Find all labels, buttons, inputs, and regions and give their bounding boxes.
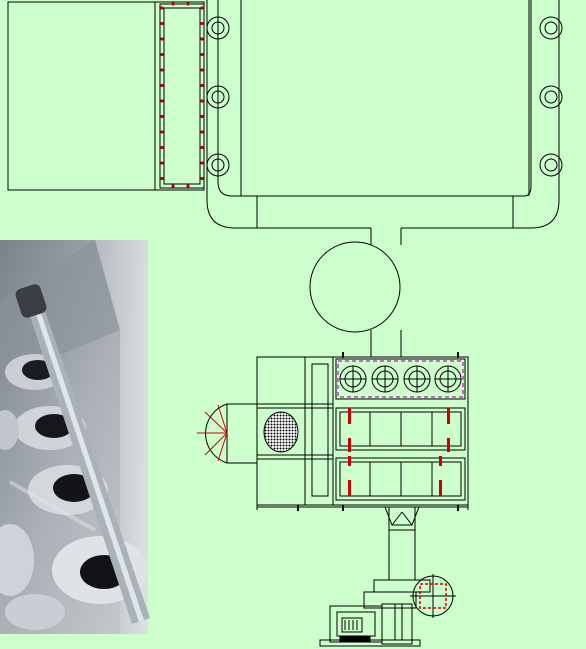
filter-hole [0,410,34,596]
bolt-dot [200,68,204,72]
blower-flange [419,583,447,609]
bolt-dot [160,6,164,10]
valve-marker [348,408,450,496]
bolt-dot [200,37,204,41]
bolt-dot [160,161,164,165]
bolt-dot [171,184,175,188]
bolt-dot [160,68,164,72]
cyclone-drum [309,241,401,333]
bolt-dot [200,83,204,88]
bolted-flange-frame [160,2,204,188]
bolt-dot [160,37,164,41]
fan-rotor [403,365,431,393]
bolt-dot [200,6,204,10]
bolt-dot [200,161,204,165]
bolt-dot [171,2,175,6]
filter-hole [5,594,65,630]
collection-hopper-chambers [335,407,466,501]
anchor-marker [297,352,459,511]
filter-bag-interior-photo [0,240,150,634]
bolt-dot [160,83,164,88]
reverse-jet-fan-row [335,358,466,400]
fan-rotor [434,365,462,393]
bolt-dot [186,184,190,188]
bolt-dot [160,99,164,103]
fan-rotor [371,365,399,393]
bolt-dot [200,21,204,26]
bolt-dot [160,145,164,150]
bolt-dot [200,130,204,134]
filter-cabinet-side-view [7,1,205,191]
bolt-dot [200,176,204,181]
bolt-dot [160,114,164,119]
duct-flange [206,16,563,177]
fan-rotor [339,365,367,393]
perforated-grille [263,411,299,453]
lance-nozzle [15,284,47,318]
bolt-dot [200,145,204,150]
bolt-dot [200,99,204,103]
blower-motor-assembly [319,574,456,647]
vertical-outlet-pipe [384,506,420,580]
bolt-dot [160,130,164,134]
motor-windings [339,620,371,643]
bolt-dot [160,52,164,57]
suction-duct-manifold [206,0,560,357]
bolt-dot [200,114,204,119]
bolt-dot [160,176,164,181]
inlet-vane [197,404,228,462]
bolt-dot [160,21,164,26]
bolt-dot [186,2,190,6]
bolt-dot [200,52,204,57]
